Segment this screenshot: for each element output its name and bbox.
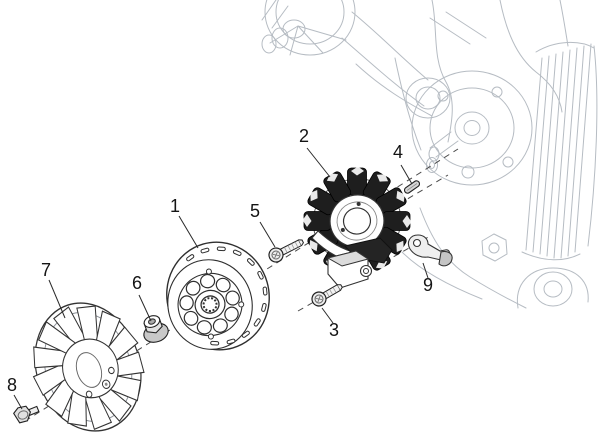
part-rotor-screw: [268, 239, 304, 263]
engine-crankcase-background: [261, 0, 598, 309]
part-flange-nut: [143, 315, 169, 343]
callout-8: 8: [7, 375, 17, 395]
part-woodruff-key: [403, 180, 421, 194]
part-fan-screw: [13, 405, 40, 424]
part-fan-wheel: [28, 301, 147, 433]
callout-labels: 1 2 3 4 5 6 7 8 9: [7, 126, 433, 395]
callout-3: 3: [329, 320, 339, 340]
callout-1: 1: [170, 196, 180, 216]
callout-6: 6: [132, 273, 142, 293]
callout-2: 2: [299, 126, 309, 146]
callout-leader-lines: [13, 147, 429, 410]
callout-4: 4: [393, 142, 403, 162]
part-stator-screw: [311, 284, 343, 307]
part-flywheel-rotor: [166, 241, 270, 351]
stator-pickup-assembly: [311, 230, 393, 289]
callout-7: 7: [41, 260, 51, 280]
callout-5: 5: [250, 201, 260, 221]
part-wiring-bracket: [407, 234, 453, 267]
callout-9: 9: [423, 275, 433, 295]
